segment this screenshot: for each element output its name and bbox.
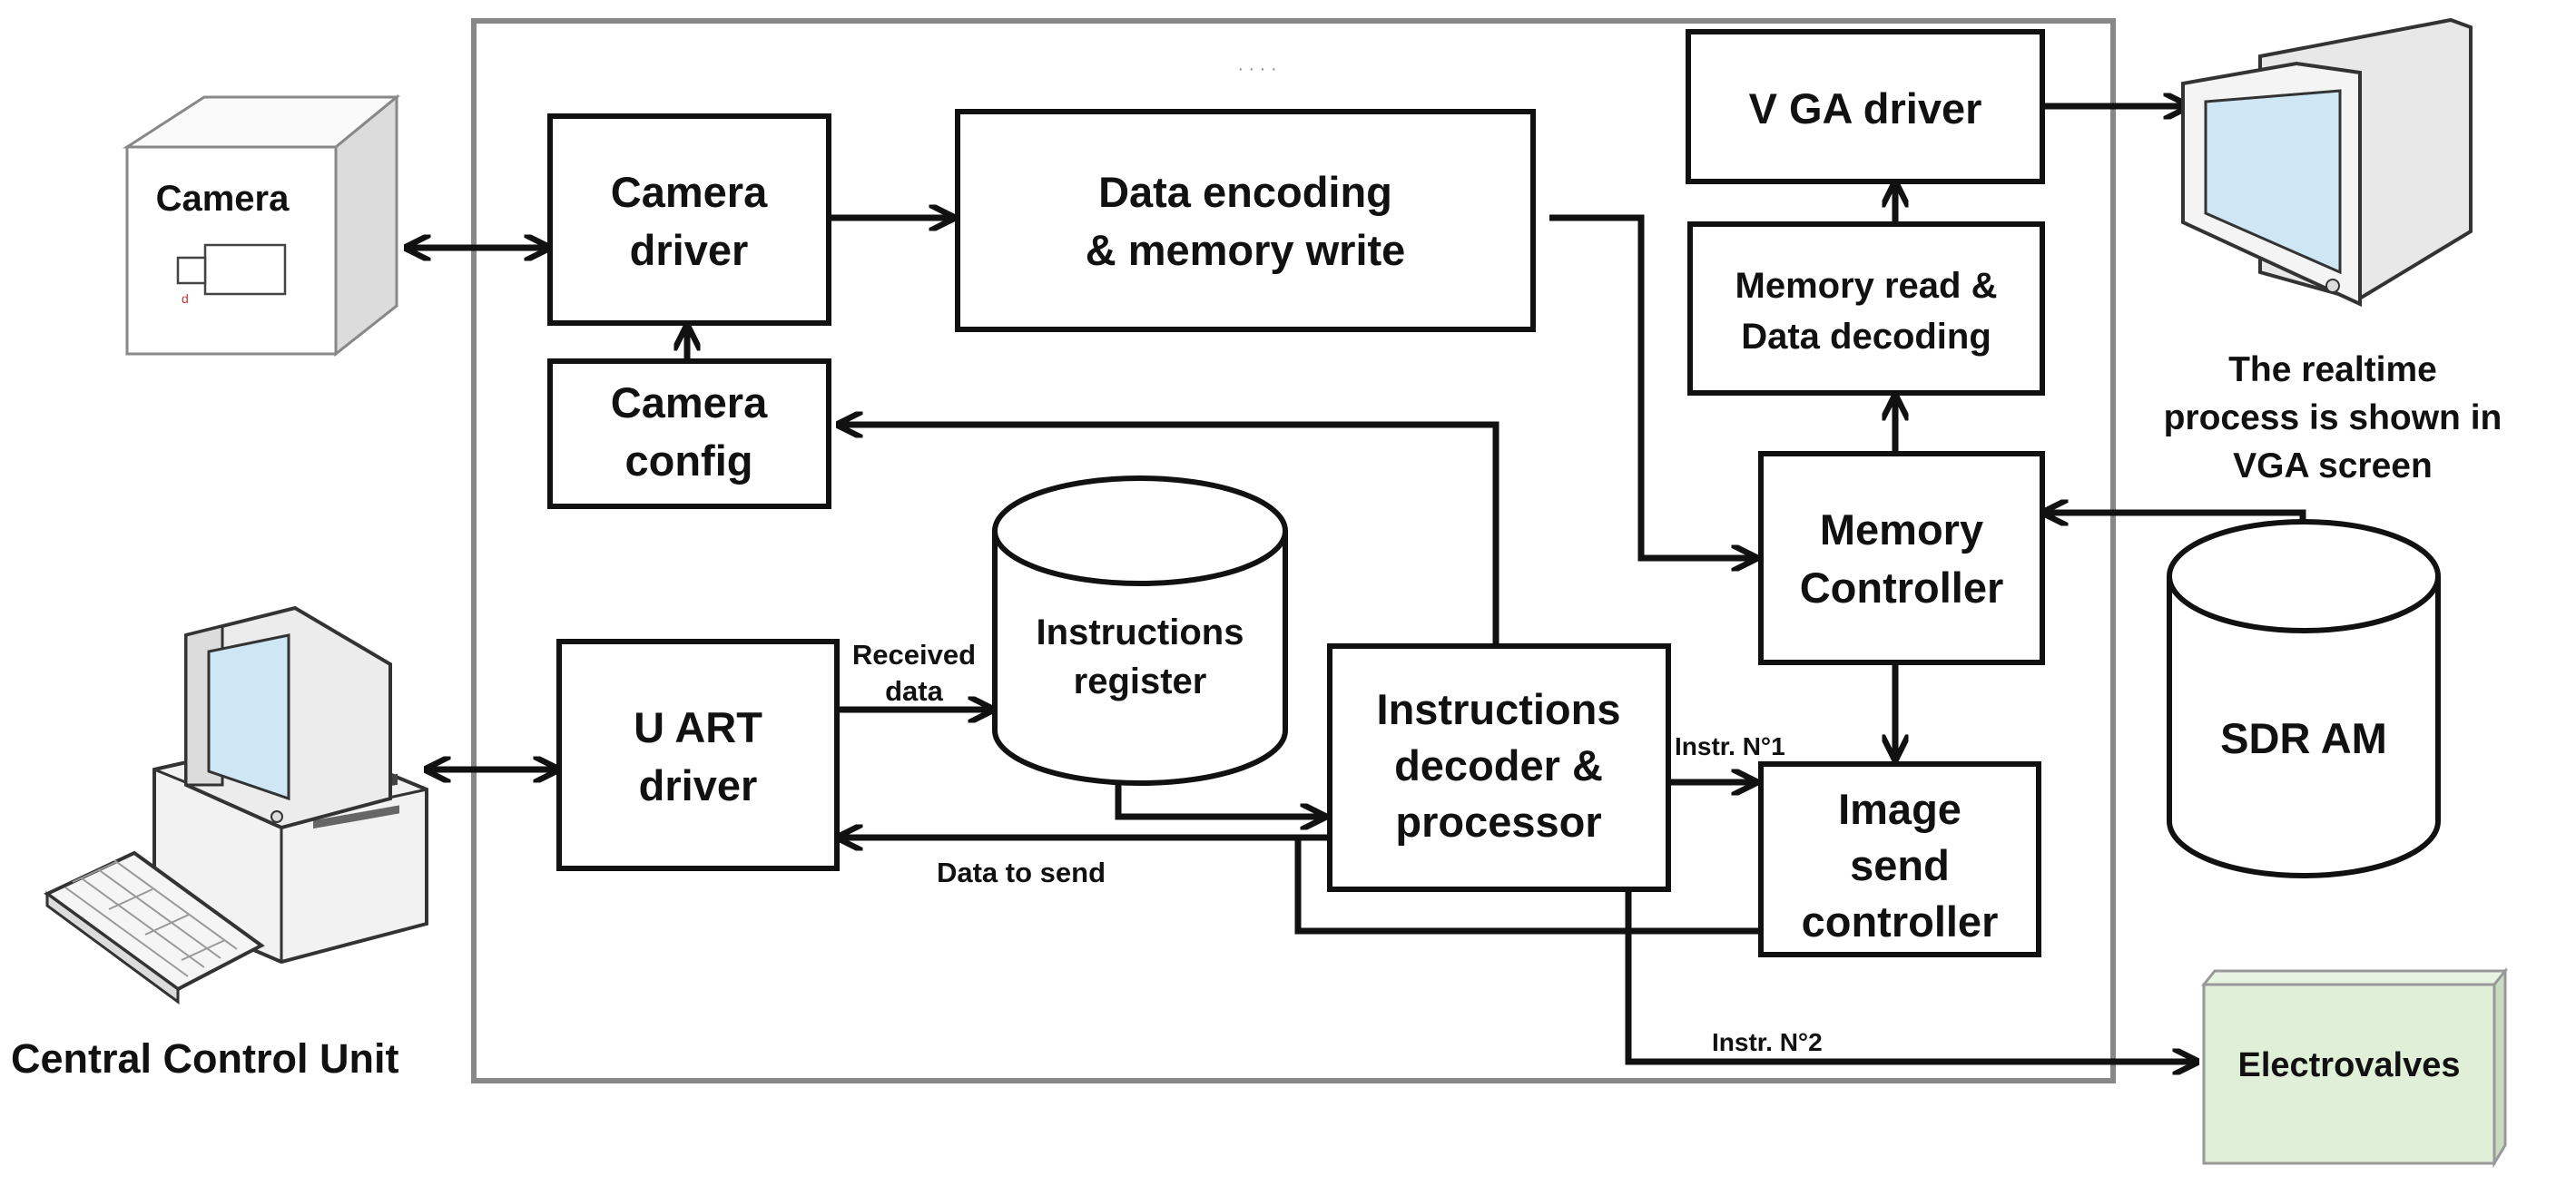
vga-driver-block: V GA driver <box>1686 29 2045 184</box>
memory-read-block: Memory read &Data decoding <box>1687 221 2045 396</box>
encoding-to-memctrl-arrow <box>1549 214 1755 558</box>
vga-monitor-icon <box>2181 17 2473 308</box>
camera-device: Camera d <box>122 93 401 358</box>
data-encoding-block: Data encoding& memory write <box>955 109 1536 332</box>
imagesend-to-decoder-line <box>1294 838 1761 935</box>
sdram-cylinder: SDR AM <box>2167 519 2441 878</box>
instr-2-label: Instr. N°2 <box>1712 1028 1823 1056</box>
computer-icon <box>44 605 428 1005</box>
central-control-unit-label: Central Control Unit <box>11 1035 398 1082</box>
decoder-to-config-arrow <box>839 425 1499 646</box>
svg-text:d: d <box>182 291 189 306</box>
svg-text:Camera: Camera <box>156 179 290 219</box>
svg-text:V GA driver: V GA driver <box>1749 84 1982 132</box>
svg-text:Data encoding& memory write: Data encoding& memory write <box>1086 168 1406 274</box>
svg-text:SDR AM: SDR AM <box>2220 714 2387 762</box>
camera-icon: d <box>176 243 287 306</box>
instr-1-label: Instr. N°1 <box>1675 732 1785 760</box>
boundary-dots: · · · · <box>1237 59 1276 79</box>
electrovalves-block: Electrovalves <box>2200 966 2509 1169</box>
data-to-send-label: Data to send <box>937 857 1106 888</box>
svg-text:Electrovalves: Electrovalves <box>2237 1046 2460 1084</box>
svg-text:Memory read &Data decoding: Memory read &Data decoding <box>1735 266 1998 357</box>
register-to-decoder-arrow <box>1115 783 1324 817</box>
decoder-to-electrovalves-arrow <box>1625 889 2197 1062</box>
